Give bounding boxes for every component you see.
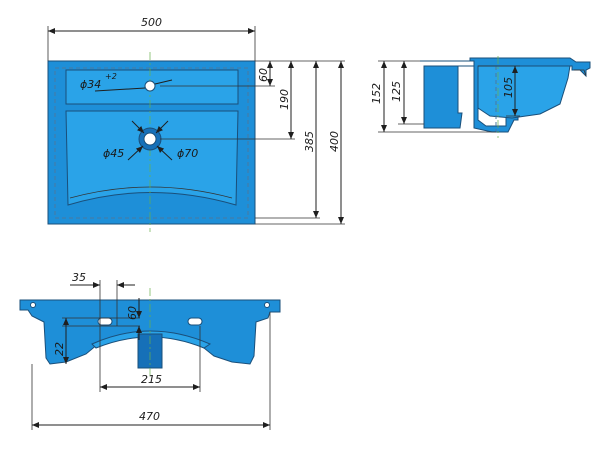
dim-front-60: 60 [126,306,139,320]
drain-inner [143,132,157,146]
basin-bowl [65,110,239,206]
front-view: 35 60 22 215 470 [19,271,281,430]
dim-hole-tolerance: +2 [105,72,117,81]
front-bowl-rim [91,330,212,349]
mount-hole-right [264,302,270,308]
bowl-front-curve [69,186,233,199]
basin-hidden-edge [54,67,249,219]
faucet-hole [144,80,156,92]
dim-500: 500 [141,16,162,29]
dim-top-60: 60 [257,68,270,82]
dim-215: 215 [141,373,162,386]
dim-125: 125 [390,81,403,102]
side-view: 152 125 105 [370,56,591,138]
side-lip [574,69,587,77]
dim-152: 152 [370,83,383,104]
overflow-slot-right [187,317,203,326]
dim-470: 470 [139,410,160,423]
dim-105: 105 [502,77,515,98]
top-view: 500 ϕ34 +2 ϕ45 ϕ70 60 190 385 400 [47,16,345,232]
dim-drain-45: ϕ45 [103,147,124,160]
dim-190: 190 [278,89,291,110]
dim-35: 35 [72,271,86,284]
dim-hole-34: ϕ34 [80,78,101,91]
mount-hole-left [30,302,36,308]
dim-22: 22 [53,342,66,356]
dim-drain-70: ϕ70 [177,147,198,160]
side-bowl-cavity [477,65,571,119]
dim-385: 385 [303,131,316,152]
dim-400: 400 [328,131,341,152]
